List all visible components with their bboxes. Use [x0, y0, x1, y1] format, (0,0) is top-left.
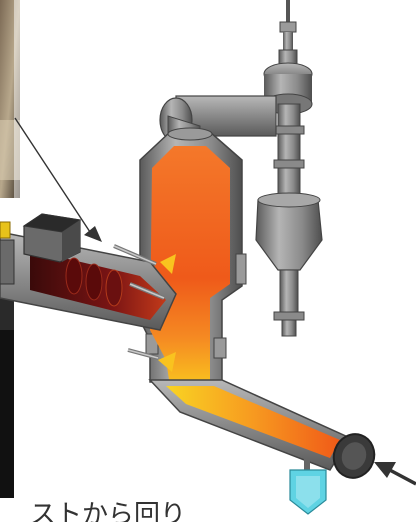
reactor-flame: [150, 146, 230, 386]
photo-inset: [0, 0, 20, 198]
injection-lance-lower: [127, 348, 159, 360]
arrow-icon: [14, 117, 102, 242]
injection-lance-middle: [129, 282, 165, 300]
solids-collector: [289, 458, 327, 515]
outlet-arrow-icon: [374, 462, 416, 486]
injection-lance-upper: [113, 244, 157, 266]
outlet-pipe: [148, 379, 376, 479]
photo-inset-lower: [0, 288, 14, 498]
cyclone-column: [255, 103, 323, 337]
bottom-caption: ストから回り: [30, 500, 187, 522]
hopper-icon: [22, 213, 82, 263]
